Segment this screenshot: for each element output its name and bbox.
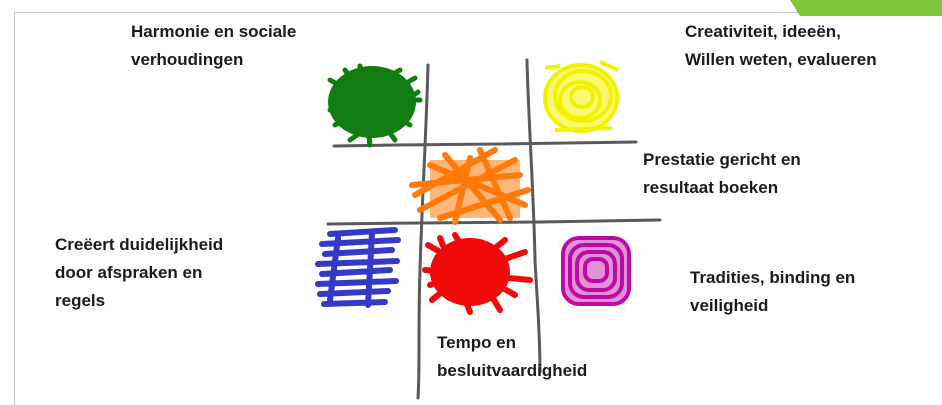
orange-scribble xyxy=(409,147,531,225)
green-corner-tab xyxy=(790,0,942,16)
label-prestatie: Prestatie gericht en resultaat boeken xyxy=(643,150,801,197)
grid-line-vertical-left xyxy=(416,63,430,400)
grid-lines xyxy=(326,58,662,400)
red-scribble xyxy=(422,232,533,315)
green-scribble xyxy=(327,63,423,148)
grid-line-horizontal-bottom xyxy=(326,218,662,226)
blue-scribble xyxy=(315,227,401,308)
label-creativiteit: Creativiteit, ideeën, Willen weten, eval… xyxy=(685,22,877,69)
label-tradities: Tradities, binding en veiligheid xyxy=(690,268,856,315)
grid-line-vertical-right xyxy=(525,58,542,374)
label-harmonie: Harmonie en sociale verhoudingen xyxy=(131,22,297,69)
grid-line-horizontal-top xyxy=(332,140,638,148)
slide-frame xyxy=(14,12,942,405)
label-tempo: Tempo en besluitvaardigheid xyxy=(437,333,588,380)
label-duidelijkheid: Creëert duidelijkheid door afspraken en … xyxy=(55,235,224,310)
purple-scribble xyxy=(561,236,631,306)
yellow-scribble xyxy=(543,60,619,133)
